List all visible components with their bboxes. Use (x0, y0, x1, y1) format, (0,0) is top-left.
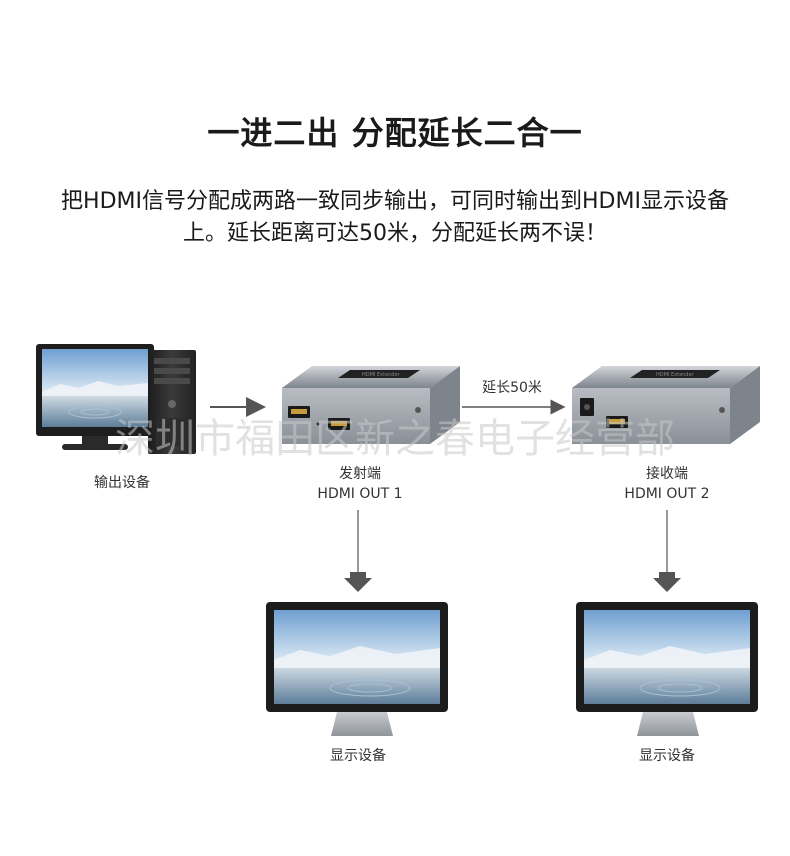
receiver-name: 接收端 (646, 465, 688, 482)
transmitter-device: HDMI Extender (282, 366, 460, 444)
distance-label: 延长50米 (482, 380, 542, 396)
description-line-1: 把HDMI信号分配成两路一致同步输出，可同时输出到HDMI显示设备 (61, 189, 729, 214)
pc-tower (148, 350, 196, 454)
page-title: 一进二出 分配延长二合一 (207, 114, 583, 152)
source-computer (36, 344, 196, 454)
transmitter-name: 发射端 (339, 466, 381, 482)
arrow-down-left-head (344, 572, 372, 592)
source-monitor (36, 344, 154, 450)
watermark: 深圳市福田区新之春电子经营部 (115, 416, 675, 462)
display-right-label: 显示设备 (639, 747, 695, 764)
display-left (266, 602, 448, 736)
transmitter-port: HDMI OUT 1 (317, 486, 402, 502)
arrow-down-right-head (653, 572, 681, 592)
receiver-device: HDMI Extender (572, 366, 760, 444)
receiver-port: HDMI OUT 2 (624, 486, 709, 502)
svg-text:HDMI Extender: HDMI Extender (656, 372, 695, 378)
display-right (576, 602, 758, 736)
description: 把HDMI信号分配成两路一致同步输出，可同时输出到HDMI显示设备 上。延长距离… (30, 186, 760, 250)
display-left-label: 显示设备 (330, 747, 386, 764)
source-label: 输出设备 (94, 474, 150, 491)
svg-text:HDMI Extender: HDMI Extender (362, 372, 401, 378)
description-line-2: 上。延长距离可达50米，分配延长两不误！ (183, 221, 607, 246)
